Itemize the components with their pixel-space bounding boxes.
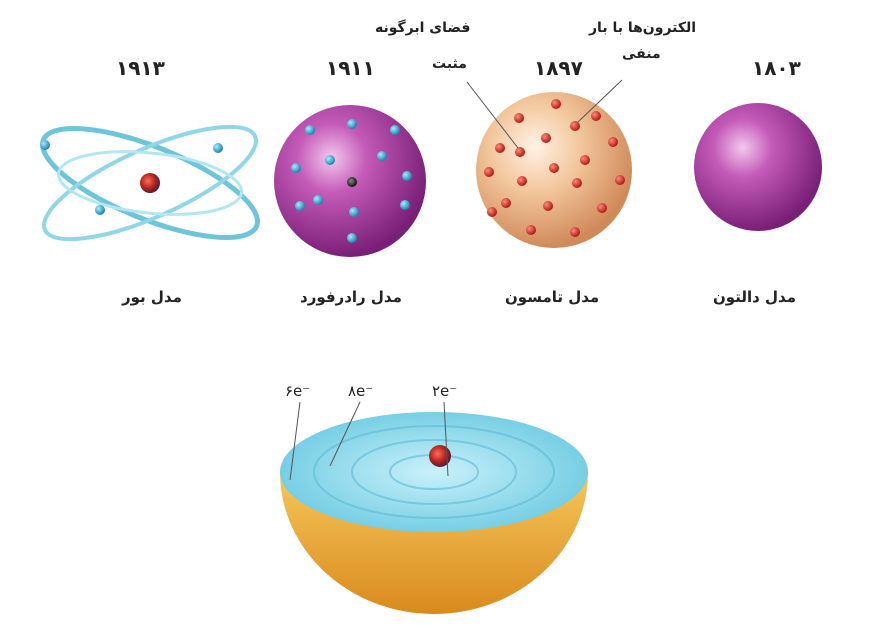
year-bohr: ۱۹۱۳ xyxy=(116,56,165,80)
callout-positive-space-line2: مثبت xyxy=(432,56,467,72)
year-rutherford: ۱۹۱۱ xyxy=(326,56,375,80)
label-rutherford: مدل رادرفورد xyxy=(300,288,402,306)
shell-label-2e: ۲e⁻ xyxy=(432,382,457,400)
rutherford-model xyxy=(274,105,426,257)
shell-label-6e: ۶e⁻ xyxy=(285,382,310,400)
callout-electrons-line2: منفی xyxy=(622,46,661,62)
bohr-nucleus xyxy=(140,173,160,193)
callout-positive-space-line1: فضای ابرگونه xyxy=(375,20,470,36)
bohr-model xyxy=(30,105,270,261)
shell-model xyxy=(280,402,588,614)
callout-electrons-line1: الکترون‌ها با بار xyxy=(589,20,696,36)
year-thomson: ۱۸۹۷ xyxy=(534,56,583,80)
label-dalton: مدل دالتون xyxy=(713,288,796,306)
shell-label-8e: ۸e⁻ xyxy=(348,382,373,400)
thomson-model xyxy=(467,80,632,248)
dalton-sphere xyxy=(694,103,822,231)
label-bohr: مدل بور xyxy=(122,288,182,306)
rutherford-nucleus xyxy=(347,177,357,187)
year-dalton: ۱۸۰۳ xyxy=(752,56,801,80)
label-thomson: مدل تامسون xyxy=(505,288,599,306)
